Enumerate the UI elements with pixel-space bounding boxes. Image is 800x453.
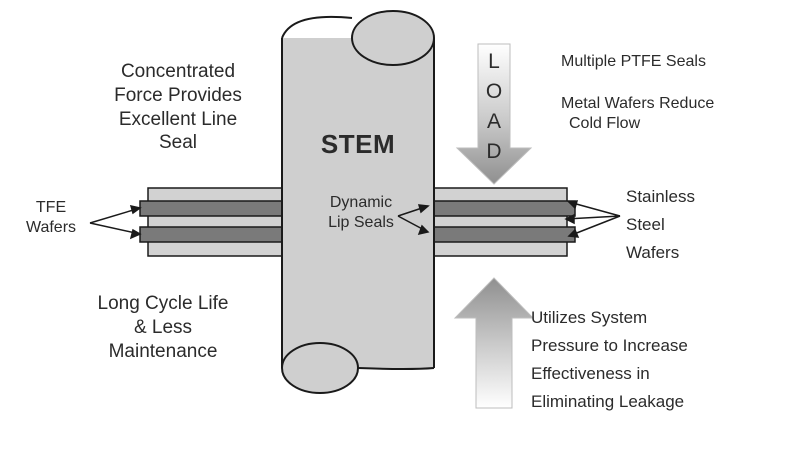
pointer-lines	[89, 200, 621, 240]
right-seal-housing	[431, 187, 568, 257]
long-cycle-life-label: Long Cycle Life & Less Maintenance	[97, 293, 229, 362]
left-seal-assembly	[139, 187, 283, 257]
stem-body	[282, 38, 434, 368]
right-seal-assembly	[427, 187, 576, 257]
load-label: L O A D	[485, 50, 503, 163]
stainless-steel-wafers-label: Stainless Steel Wafers	[626, 187, 695, 262]
left-seal-housing	[147, 187, 283, 257]
dynamic-lip-seals-label: Dynamic Lip Seals	[328, 194, 394, 231]
load-arrow	[455, 43, 533, 185]
right-wafer-lower	[427, 226, 576, 243]
multiple-ptfe-seals-label: Multiple PTFE Seals	[561, 53, 706, 70]
stem-cylinder	[281, 10, 435, 394]
stem-bottom-face	[281, 342, 359, 394]
pressure-arrow	[453, 277, 535, 409]
tfe-wafers-label: TFE Wafers	[25, 199, 77, 236]
right-wafer-upper	[427, 200, 576, 217]
utilizes-system-pressure-label: Utilizes System Pressure to Increase Eff…	[531, 308, 688, 411]
left-wafer-upper	[139, 200, 283, 217]
stem-title: STEM	[320, 129, 396, 159]
metal-wafers-label: Metal Wafers Reduce Cold Flow	[561, 95, 715, 132]
stem-top-face	[351, 10, 435, 66]
concentrated-force-label: Concentrated Force Provides Excellent Li…	[114, 61, 242, 154]
left-wafer-lower	[139, 226, 283, 243]
